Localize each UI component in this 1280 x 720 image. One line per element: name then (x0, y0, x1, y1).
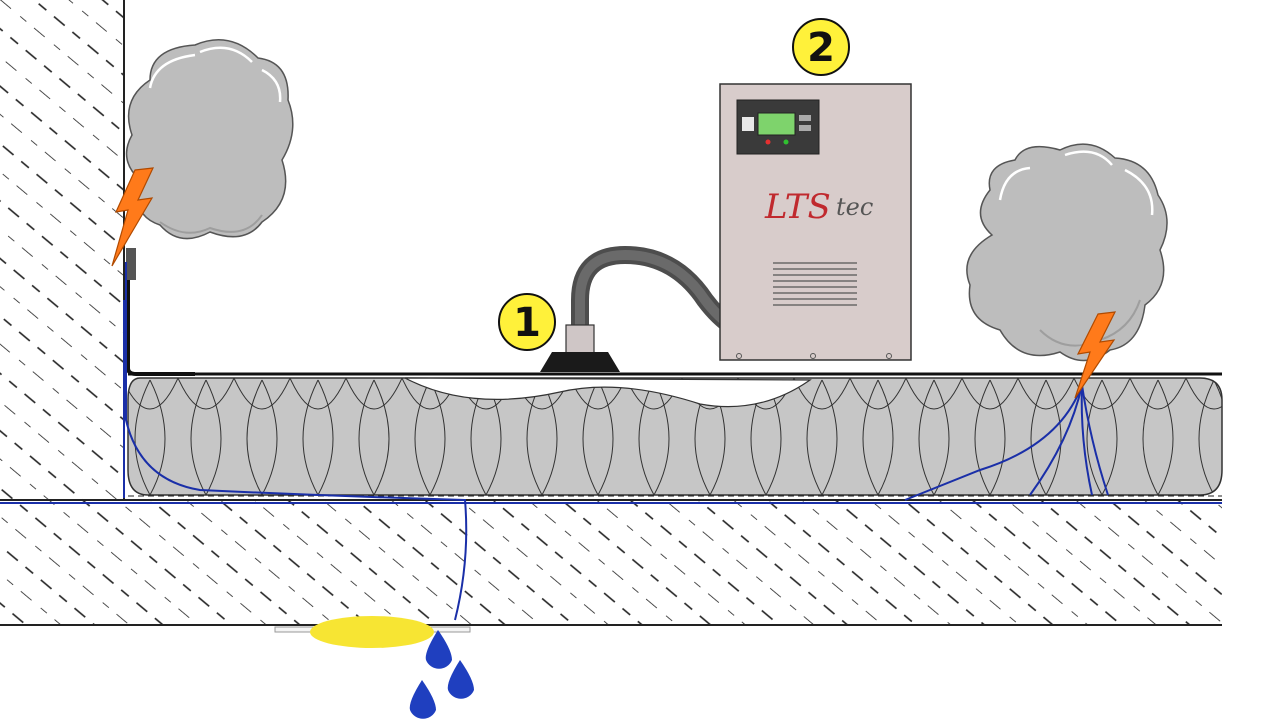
callout-1-label: 1 (513, 300, 541, 346)
control-panel (736, 99, 820, 155)
wall-section (0, 0, 125, 500)
steam-cloud-icon (125, 39, 294, 240)
ceiling-stain (274, 616, 471, 648)
steam-cloud-icon (966, 143, 1168, 362)
brand-sub: tec (836, 193, 873, 221)
lightning-bolt-icon (1074, 311, 1117, 399)
roof-membrane (126, 248, 1222, 376)
callout-2-label: 2 (807, 25, 835, 71)
water-drop-icon (409, 680, 436, 719)
water-path-left (123, 262, 468, 621)
vent-grille (773, 262, 857, 306)
callout-1: 1 (498, 293, 556, 351)
water-drop-icon (447, 660, 474, 699)
callout-2: 2 (792, 18, 850, 76)
brand-main: LTS (764, 187, 831, 227)
lts-device: LTS tec (719, 83, 912, 361)
water-path-right (904, 384, 1109, 501)
water-drops (409, 630, 474, 719)
suction-cup (540, 352, 620, 372)
lightning-bolt-icon (111, 167, 154, 267)
insulation-layer (127, 377, 1223, 496)
concrete-slab (0, 495, 1222, 626)
water-drop-icon (425, 630, 452, 669)
